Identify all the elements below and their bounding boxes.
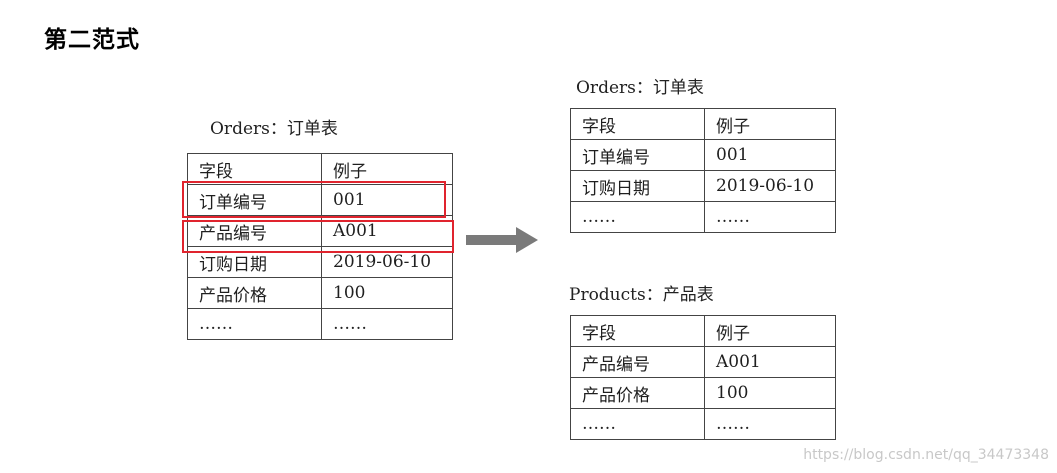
field-cell: …… xyxy=(570,201,705,233)
field-cell: 订购日期 xyxy=(187,246,322,278)
example-cell: A001 xyxy=(321,215,453,247)
field-cell: 产品价格 xyxy=(570,377,705,409)
table-row: ………… xyxy=(570,201,836,233)
example-cell: 2019-06-10 xyxy=(321,246,453,278)
products-table-caption: Products：产品表 xyxy=(569,285,714,305)
example-cell: A001 xyxy=(704,346,836,378)
example-cell: …… xyxy=(321,308,453,340)
field-cell: 订单编号 xyxy=(570,139,705,171)
table-header-row: 字段例子 xyxy=(570,315,836,347)
field-cell: 产品编号 xyxy=(570,346,705,378)
field-cell: 字段 xyxy=(570,108,705,140)
field-cell: 产品编号 xyxy=(187,215,322,247)
table-header-row: 字段例子 xyxy=(187,153,453,185)
table-row: ………… xyxy=(570,408,836,440)
example-cell: 例子 xyxy=(321,153,453,185)
field-cell: 产品价格 xyxy=(187,277,322,309)
example-cell: …… xyxy=(704,201,836,233)
watermark: https://blog.csdn.net/qq_34473348 xyxy=(803,447,1049,463)
right-arrow-icon xyxy=(466,227,538,253)
example-cell: 001 xyxy=(704,139,836,171)
field-cell: …… xyxy=(187,308,322,340)
example-cell: 001 xyxy=(321,184,453,216)
table-header-row: 字段例子 xyxy=(570,108,836,140)
example-cell: 100 xyxy=(321,277,453,309)
field-cell: 订单编号 xyxy=(187,184,322,216)
example-cell: …… xyxy=(704,408,836,440)
orders-table-caption: Orders：订单表 xyxy=(576,78,704,98)
page-title: 第二范式 xyxy=(44,27,140,53)
field-cell: 字段 xyxy=(187,153,322,185)
field-cell: …… xyxy=(570,408,705,440)
table-row: ………… xyxy=(187,308,453,340)
orders-table-caption: Orders：订单表 xyxy=(210,119,338,139)
example-cell: 例子 xyxy=(704,315,836,347)
field-cell: 订购日期 xyxy=(570,170,705,202)
example-cell: 100 xyxy=(704,377,836,409)
example-cell: 例子 xyxy=(704,108,836,140)
example-cell: 2019-06-10 xyxy=(704,170,836,202)
field-cell: 字段 xyxy=(570,315,705,347)
